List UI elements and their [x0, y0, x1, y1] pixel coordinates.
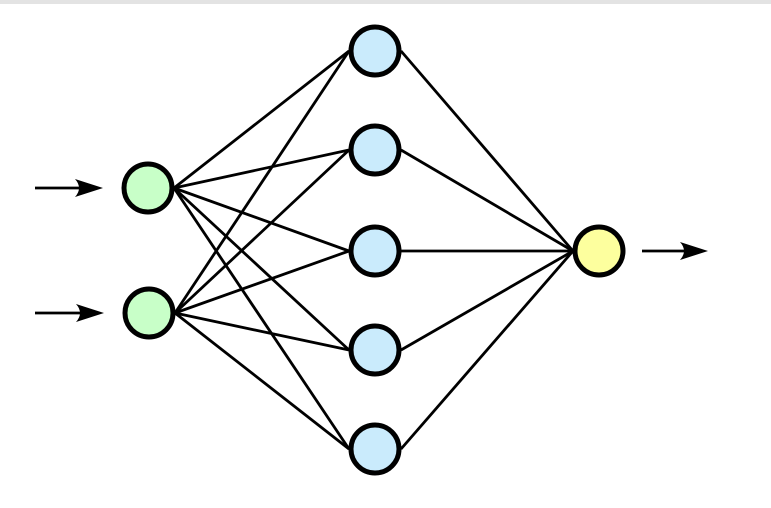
input-node-1 — [121, 161, 175, 215]
top-border-strip — [0, 0, 771, 4]
edge-h1-o1 — [399, 50, 575, 252]
edge-i2-h1 — [173, 50, 351, 314]
edge-i1-h4 — [173, 186, 350, 352]
edge-i2-h3 — [174, 249, 350, 315]
edge-i2-h2 — [174, 148, 350, 315]
hidden-node-1 — [348, 24, 402, 78]
edge-i1-h1 — [173, 49, 350, 190]
edge-h5-o1 — [399, 250, 575, 450]
hidden-node-4 — [348, 323, 402, 377]
hidden-node-2 — [348, 123, 402, 177]
edge-h2-o1 — [400, 148, 574, 253]
output-node — [572, 224, 626, 278]
edge-h4-o1 — [400, 249, 574, 352]
output-arrow-head — [680, 242, 708, 260]
edge-i1-h3 — [173, 186, 350, 253]
edge-i1-h5 — [172, 187, 351, 450]
input-arrow-2-head — [76, 304, 104, 322]
input-node-2 — [122, 286, 176, 340]
hidden-node-3 — [348, 224, 402, 278]
edge-i2-h5 — [174, 311, 350, 451]
input-arrow-1-head — [75, 179, 103, 197]
hidden-node-5 — [348, 422, 402, 476]
edge-i1-h2 — [173, 148, 350, 190]
edge-i2-h4 — [174, 311, 350, 352]
